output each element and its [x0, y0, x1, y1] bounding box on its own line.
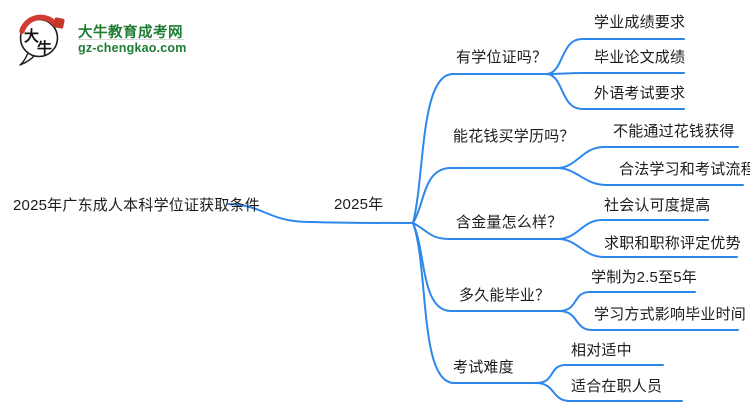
logo-red-seal — [53, 17, 65, 29]
leaf-node-foreign-language-exam: 外语考试要求 — [594, 85, 686, 102]
link-branch-1-child-1 — [545, 38, 685, 75]
leaf-node-study-mode-impact: 学习方式影响毕业时间 — [594, 306, 747, 323]
link-branch-1-child-3 — [545, 73, 685, 110]
branch-node-exam-difficulty: 考试难度 — [453, 359, 514, 376]
connector-group — [227, 38, 744, 402]
link-branch-5-child-1 — [535, 364, 664, 384]
leaf-node-social-recognition: 社会认可度提高 — [604, 197, 711, 214]
center-node-2025: 2025年 — [334, 196, 384, 213]
link-branch-5-child-2 — [535, 382, 683, 402]
leaf-node-academic-grades: 学业成绩要求 — [594, 14, 686, 31]
branch-node-buy-diploma: 能花钱买学历吗？ — [453, 128, 575, 145]
link-branch-3-child-1 — [557, 219, 709, 240]
link-branch-2-child-1 — [556, 146, 739, 169]
logo-character-1: 大 — [24, 27, 39, 45]
link-branch-1 — [412, 73, 547, 224]
leaf-node-career-advantage: 求职和职称评定优势 — [604, 235, 741, 252]
link-branch-3 — [412, 222, 559, 240]
leaf-node-study-duration: 学制为2.5至5年 — [591, 269, 697, 286]
branch-node-value: 含金量怎么样？ — [456, 214, 563, 231]
link-branch-3-child-2 — [557, 238, 738, 258]
logo-red-cap — [19, 14, 59, 34]
leaf-node-thesis-grade: 毕业论文成绩 — [594, 49, 686, 66]
link-branch-4-child-1 — [558, 291, 696, 312]
link-branch-1-child-2 — [545, 72, 685, 75]
site-name: 大牛教育成考网 — [78, 25, 183, 41]
site-logo: 大 牛 大牛教育成考网 gz-chengkao.com — [12, 10, 212, 66]
link-branch-4-child-2 — [558, 310, 739, 331]
leaf-node-suitable-for-workers: 适合在职人员 — [571, 378, 663, 395]
site-domain: gz-chengkao.com — [78, 41, 187, 55]
leaf-node-legal-process: 合法学习和考试流程 — [619, 161, 750, 178]
branch-node-degree-certificate: 有学位证吗？ — [456, 49, 548, 66]
branch-node-graduation-time: 多久能毕业？ — [459, 287, 551, 304]
link-root-hub — [227, 203, 414, 224]
link-branch-2-child-2 — [556, 167, 744, 186]
logo-character-2: 牛 — [37, 39, 52, 57]
link-branch-2 — [412, 167, 558, 224]
root-node: 2025年广东成人本科学位证获取条件 — [13, 197, 260, 214]
logo-bubble-tail — [19, 52, 36, 66]
site-name-divider — [78, 39, 184, 40]
logo-mark: 大 牛 — [19, 14, 65, 66]
leaf-node-moderate-difficulty: 相对适中 — [571, 342, 632, 359]
leaf-node-cannot-buy: 不能通过花钱获得 — [613, 123, 735, 140]
link-branch-5 — [412, 222, 537, 384]
